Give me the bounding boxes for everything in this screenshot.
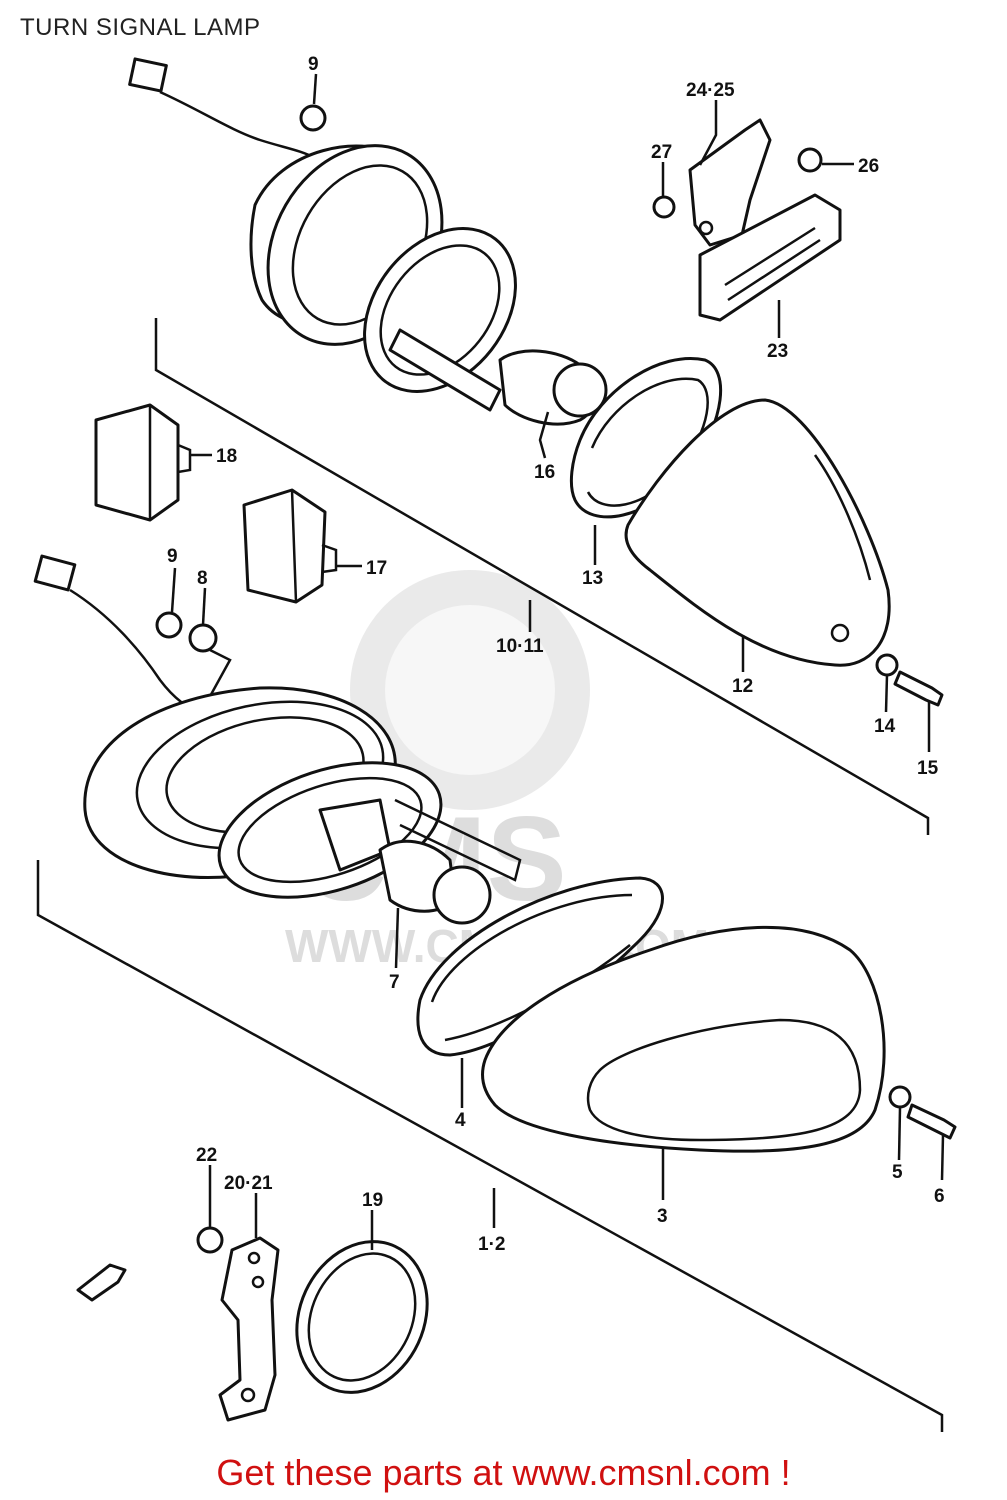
lower-assembly-frame bbox=[36, 860, 944, 1432]
label-6: 6 bbox=[934, 1186, 945, 1207]
label-16: 16 bbox=[534, 462, 555, 483]
label-12: 12 bbox=[732, 676, 753, 697]
lower-connector bbox=[33, 554, 206, 717]
part-labels: 9 24·25 27 26 23 18 16 13 17 9 8 10·11 1… bbox=[167, 54, 945, 1255]
label-22: 22 bbox=[196, 1145, 217, 1166]
nut-9-lower bbox=[155, 611, 183, 639]
screw-6 bbox=[906, 1103, 957, 1140]
mounting-plate bbox=[218, 1236, 280, 1422]
label-18: 18 bbox=[216, 446, 237, 467]
small-nut-27 bbox=[652, 195, 676, 219]
label-3: 3 bbox=[657, 1206, 668, 1227]
relay-18 bbox=[94, 403, 192, 522]
upper-assembly-frame bbox=[154, 318, 930, 835]
label-20-21: 20·21 bbox=[224, 1173, 273, 1194]
label-15: 15 bbox=[917, 758, 939, 779]
label-27: 27 bbox=[651, 142, 672, 163]
label-14: 14 bbox=[874, 716, 896, 737]
label-19: 19 bbox=[362, 1190, 383, 1211]
label-1-2: 1·2 bbox=[478, 1234, 505, 1255]
label-9-lower: 9 bbox=[167, 546, 178, 567]
page-title: TURN SIGNAL LAMP bbox=[20, 14, 261, 41]
washer-14 bbox=[875, 653, 899, 677]
relay-17 bbox=[242, 488, 338, 604]
label-24-25: 24·25 bbox=[686, 80, 735, 101]
label-7: 7 bbox=[389, 972, 400, 993]
leader-lines bbox=[170, 73, 945, 1250]
front-direction-arrow-icon bbox=[76, 1263, 127, 1302]
small-screw-26 bbox=[797, 147, 823, 173]
label-4: 4 bbox=[455, 1110, 466, 1131]
label-13: 13 bbox=[582, 568, 603, 589]
label-9-top: 9 bbox=[308, 54, 319, 75]
washer-5 bbox=[888, 1085, 912, 1109]
lower-bulb bbox=[378, 839, 492, 925]
washer-8 bbox=[188, 623, 232, 701]
footer-link[interactable]: Get these parts at www.cmsnl.com ! bbox=[216, 1452, 791, 1493]
nut-9-top bbox=[299, 104, 327, 132]
upper-connector bbox=[128, 57, 316, 160]
label-26: 26 bbox=[858, 156, 879, 177]
label-17: 17 bbox=[366, 558, 387, 579]
label-23: 23 bbox=[767, 341, 788, 362]
label-5: 5 bbox=[892, 1162, 903, 1183]
reflector bbox=[698, 193, 842, 322]
label-10-11: 10·11 bbox=[496, 636, 544, 657]
upper-bulb bbox=[498, 349, 608, 426]
lower-lens bbox=[481, 925, 886, 1153]
reflector-bracket bbox=[688, 118, 772, 247]
label-8: 8 bbox=[197, 568, 208, 589]
upper-socket-gasket bbox=[363, 227, 517, 412]
reflector-disc bbox=[295, 1240, 429, 1394]
nut-22 bbox=[196, 1226, 224, 1254]
upper-lens bbox=[624, 398, 891, 667]
screw-15 bbox=[893, 670, 944, 707]
